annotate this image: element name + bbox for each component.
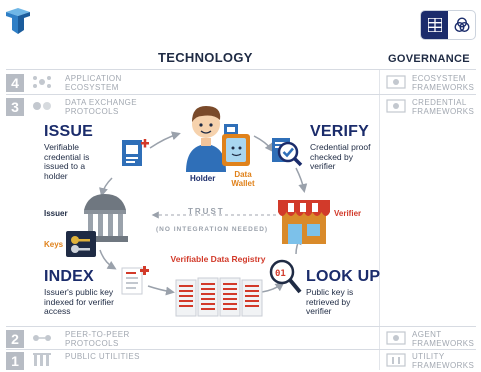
layer-3-tech-label: DATA EXCHANGE PROTOCOLS	[65, 98, 138, 116]
data-wallet-label: Data Wallet	[231, 170, 255, 188]
layer-3-number: 3	[6, 98, 24, 116]
layer-4-gov-label: ECOSYSTEM FRAMEWORKS	[412, 74, 475, 92]
grid-view-button[interactable]	[421, 11, 448, 39]
lookup-title: LOOK UP	[306, 268, 381, 285]
view-toggle	[420, 10, 476, 40]
credential-frameworks-icon	[386, 99, 406, 113]
layer-4-tech-label: APPLICATION ECOSYSTEM	[65, 74, 122, 92]
layer-3-gov-label: CREDENTIAL FRAMEWORKS	[412, 98, 475, 116]
layer-1-gov-label: UTILITY FRAMEWORKS	[412, 352, 475, 370]
governance-heading: GOVERNANCE	[388, 53, 470, 65]
issue-description: Verifiable credential is issued to a hol…	[44, 142, 90, 181]
data-exchange-icon	[32, 99, 52, 113]
agent-frameworks-icon	[386, 331, 406, 345]
layer-2-number: 2	[6, 330, 24, 348]
layer-2-gov-label: AGENT FRAMEWORKS	[412, 330, 475, 348]
peer-to-peer-icon	[32, 331, 52, 345]
verify-title: VERIFY	[310, 123, 369, 140]
issue-title: ISSUE	[44, 123, 94, 140]
issuer-building-icon	[80, 192, 130, 244]
app-ecosystem-icon	[32, 75, 52, 89]
holder-label: Holder	[190, 174, 216, 183]
svg-text:01: 01	[275, 269, 286, 279]
ecosystem-frameworks-icon	[386, 75, 406, 89]
lookup-magnifier-icon: 01	[268, 258, 304, 296]
verifier-store-icon	[276, 194, 332, 246]
lookup-description: Public key is retrieved by verifier	[306, 287, 354, 316]
registry-documents-icon	[174, 276, 264, 320]
grid-icon	[427, 18, 442, 32]
trust-sublabel: (NO INTEGRATION NEEDED)	[156, 226, 269, 233]
registry-label: Verifiable Data Registry	[170, 254, 266, 264]
holder-avatar-icon	[182, 98, 230, 172]
layer-4-number: 4	[6, 74, 24, 92]
layer-2-tech-label: PEER-TO-PEER PROTOCOLS	[65, 330, 130, 348]
utility-frameworks-icon	[386, 353, 406, 367]
index-description: Issuer's public key indexed for verifier…	[44, 287, 114, 316]
issued-credential-icon	[120, 136, 150, 168]
keys-icon	[66, 231, 96, 257]
layer-1-divider	[6, 349, 476, 350]
index-title: INDEX	[44, 268, 94, 285]
verifier-label: Verifier	[334, 209, 362, 218]
data-wallet-icon	[220, 124, 254, 168]
governance-column-divider	[379, 70, 380, 370]
venn-icon	[453, 17, 470, 33]
trust-over-ip-logo	[6, 8, 30, 34]
issuer-label: Issuer	[44, 209, 68, 218]
layer-1-number: 1	[6, 352, 24, 370]
layer-1-tech-label: PUBLIC UTILITIES	[65, 352, 140, 361]
verify-description: Credential proof checked by verifier	[310, 142, 371, 171]
proof-check-icon	[270, 136, 304, 170]
trust-label: TRUST	[188, 207, 225, 216]
technology-heading: TECHNOLOGY	[158, 50, 253, 65]
layer-2-divider	[6, 326, 476, 327]
public-utilities-icon	[32, 353, 52, 367]
layer-4-divider	[6, 94, 476, 95]
index-document-icon	[120, 262, 150, 296]
keys-label: Keys	[44, 240, 64, 249]
header-divider	[6, 69, 476, 70]
venn-view-button[interactable]	[448, 11, 475, 39]
